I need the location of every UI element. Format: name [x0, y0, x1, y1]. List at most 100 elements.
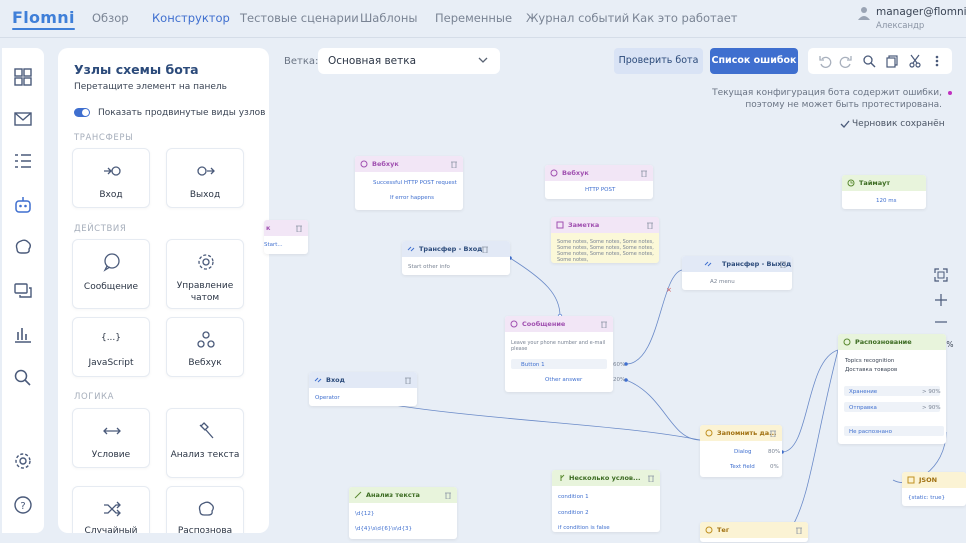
- trash-icon[interactable]: [647, 474, 654, 482]
- warning-line-2: поэтому не может быть протестирована.: [745, 100, 942, 110]
- zoom-in-icon[interactable]: [934, 293, 948, 307]
- section-logic: ЛОГИКА: [74, 392, 115, 402]
- hammer-icon: [199, 422, 214, 439]
- nav-variables[interactable]: Переменные: [435, 11, 513, 25]
- node-text-analysis[interactable]: Анализ текста \d{12} \d{4}\s\d{6}\s\d{3}: [349, 487, 457, 539]
- palette-recognition[interactable]: Распознова: [166, 486, 244, 533]
- shuffle-icon: [104, 501, 121, 517]
- mail-icon[interactable]: [13, 109, 33, 129]
- palette-chat-control[interactable]: Управление чатом: [166, 239, 244, 309]
- tag-icon: [705, 526, 713, 534]
- trash-icon[interactable]: [646, 221, 653, 229]
- nav-overview[interactable]: Обзор: [92, 11, 129, 25]
- message-icon: [103, 253, 120, 272]
- node-remember[interactable]: Запомнить да... Dialog 80% Text field 0%: [700, 425, 782, 477]
- user-icon[interactable]: [858, 6, 870, 20]
- fit-screen-icon[interactable]: [934, 268, 948, 282]
- node-transfer-out[interactable]: Трансфер - Выход A2 menu: [682, 256, 792, 290]
- trash-icon[interactable]: [295, 224, 302, 232]
- webhook-icon: [360, 160, 368, 168]
- draft-saved: Черновик сохранён: [852, 119, 945, 129]
- memory-icon: [705, 429, 713, 437]
- node-message[interactable]: Сообщение Leave your phone number and e-…: [505, 316, 625, 392]
- bot-icon[interactable]: [13, 195, 33, 215]
- panel-title: Узлы схемы бота: [74, 62, 199, 77]
- webhook-icon: [197, 331, 215, 348]
- settings-icon[interactable]: [13, 451, 33, 471]
- branch-label: Ветка:: [284, 56, 319, 67]
- check-bot-button[interactable]: Проверить бота: [614, 48, 703, 74]
- trash-icon[interactable]: [779, 260, 786, 268]
- hammer-icon: [354, 491, 362, 499]
- redo-icon[interactable]: [839, 54, 853, 68]
- copy-icon[interactable]: [885, 54, 899, 68]
- gear-icon: [198, 254, 214, 270]
- warning-line-1: Текущая конфигурация бота содержит ошибк…: [712, 88, 942, 98]
- message-button-row[interactable]: [511, 359, 607, 369]
- palette-javascript[interactable]: {...} JavaScript: [72, 317, 150, 377]
- node-json[interactable]: JSON {static: true}: [902, 472, 966, 506]
- palette-random[interactable]: Случайный: [72, 486, 150, 533]
- nav-templates[interactable]: Шаблоны: [360, 11, 418, 25]
- search-icon[interactable]: [13, 368, 33, 388]
- node-recognition[interactable]: Распознование Topics recognition Доставк…: [838, 334, 946, 444]
- palette-entry[interactable]: Вход: [72, 148, 150, 208]
- chat-icon[interactable]: [13, 281, 33, 301]
- trash-icon[interactable]: [404, 376, 411, 384]
- trash-icon[interactable]: [769, 429, 776, 437]
- zoom-controls: [928, 262, 954, 354]
- search-icon[interactable]: [862, 54, 876, 68]
- webhook-icon: [550, 169, 558, 177]
- node-partial[interactable]: к Start...: [264, 220, 308, 254]
- advanced-nodes-toggle[interactable]: [74, 108, 90, 117]
- more-icon[interactable]: [930, 54, 944, 68]
- trash-icon[interactable]: [640, 169, 647, 177]
- nav-constructor[interactable]: Конструктор: [152, 11, 230, 25]
- dashboard-icon[interactable]: [13, 67, 33, 87]
- section-transfers: ТРАНСФЕРЫ: [74, 133, 134, 143]
- list-icon[interactable]: [13, 151, 33, 171]
- nav-event-log[interactable]: Журнал событий: [526, 11, 630, 25]
- trash-icon[interactable]: [444, 491, 451, 499]
- check-icon: [840, 120, 850, 128]
- svg-text:?: ?: [20, 501, 25, 512]
- palette-condition[interactable]: Условие: [72, 408, 150, 468]
- user-email[interactable]: manager@flomni.ru: [876, 6, 966, 18]
- cut-icon[interactable]: [908, 54, 922, 68]
- node-webhook-1[interactable]: Вебхук Successful HTTP POST request If e…: [355, 156, 463, 210]
- json-icon: [907, 476, 915, 484]
- node-note[interactable]: Заметка Some notes, Some notes, Some not…: [551, 217, 659, 263]
- help-icon[interactable]: ?: [13, 495, 33, 515]
- canvas-tools: [808, 48, 952, 74]
- nav-test-scenarios[interactable]: Тестовые сценарии: [240, 11, 359, 25]
- errors-list-button[interactable]: Список ошибок: [710, 48, 798, 74]
- nav-how-it-works[interactable]: Как это работает: [632, 11, 738, 25]
- brain-icon[interactable]: [13, 237, 33, 257]
- top-bar: Flomni Обзор Конструктор Тестовые сценар…: [0, 0, 966, 38]
- brain-icon: [198, 501, 214, 516]
- palette-exit[interactable]: Выход: [166, 148, 244, 208]
- trash-icon[interactable]: [795, 526, 802, 534]
- palette-text-analysis[interactable]: Анализ текста: [166, 408, 244, 478]
- branch-select[interactable]: Основная ветка: [318, 48, 500, 74]
- palette-webhook[interactable]: Вебхук: [166, 317, 244, 377]
- node-timer[interactable]: Таймаут 120 ms: [842, 175, 926, 209]
- node-entry[interactable]: Вход Operator: [309, 372, 417, 406]
- warning-dot: [948, 91, 952, 95]
- zoom-out-icon[interactable]: [934, 315, 948, 329]
- brain-icon: [843, 338, 851, 346]
- link-icon: [704, 261, 712, 267]
- trash-icon[interactable]: [450, 160, 457, 168]
- user-name: Александр: [876, 21, 925, 31]
- analytics-icon[interactable]: [13, 324, 33, 344]
- palette-message[interactable]: Сообщение: [72, 239, 150, 309]
- node-transfer-in[interactable]: Трансфер - Вход Start other info: [402, 241, 510, 275]
- node-webhook-2[interactable]: Вебхук HTTP POST: [545, 165, 653, 199]
- trash-icon[interactable]: [600, 320, 607, 328]
- icon-sidebar: ?: [2, 48, 44, 533]
- node-tag[interactable]: Тег: [700, 522, 808, 542]
- undo-icon[interactable]: [818, 54, 832, 68]
- node-multi-condition[interactable]: Несколько услов... condition 1 condition…: [552, 470, 660, 532]
- flomni-logo[interactable]: Flomni: [12, 8, 75, 30]
- trash-icon[interactable]: [481, 245, 488, 253]
